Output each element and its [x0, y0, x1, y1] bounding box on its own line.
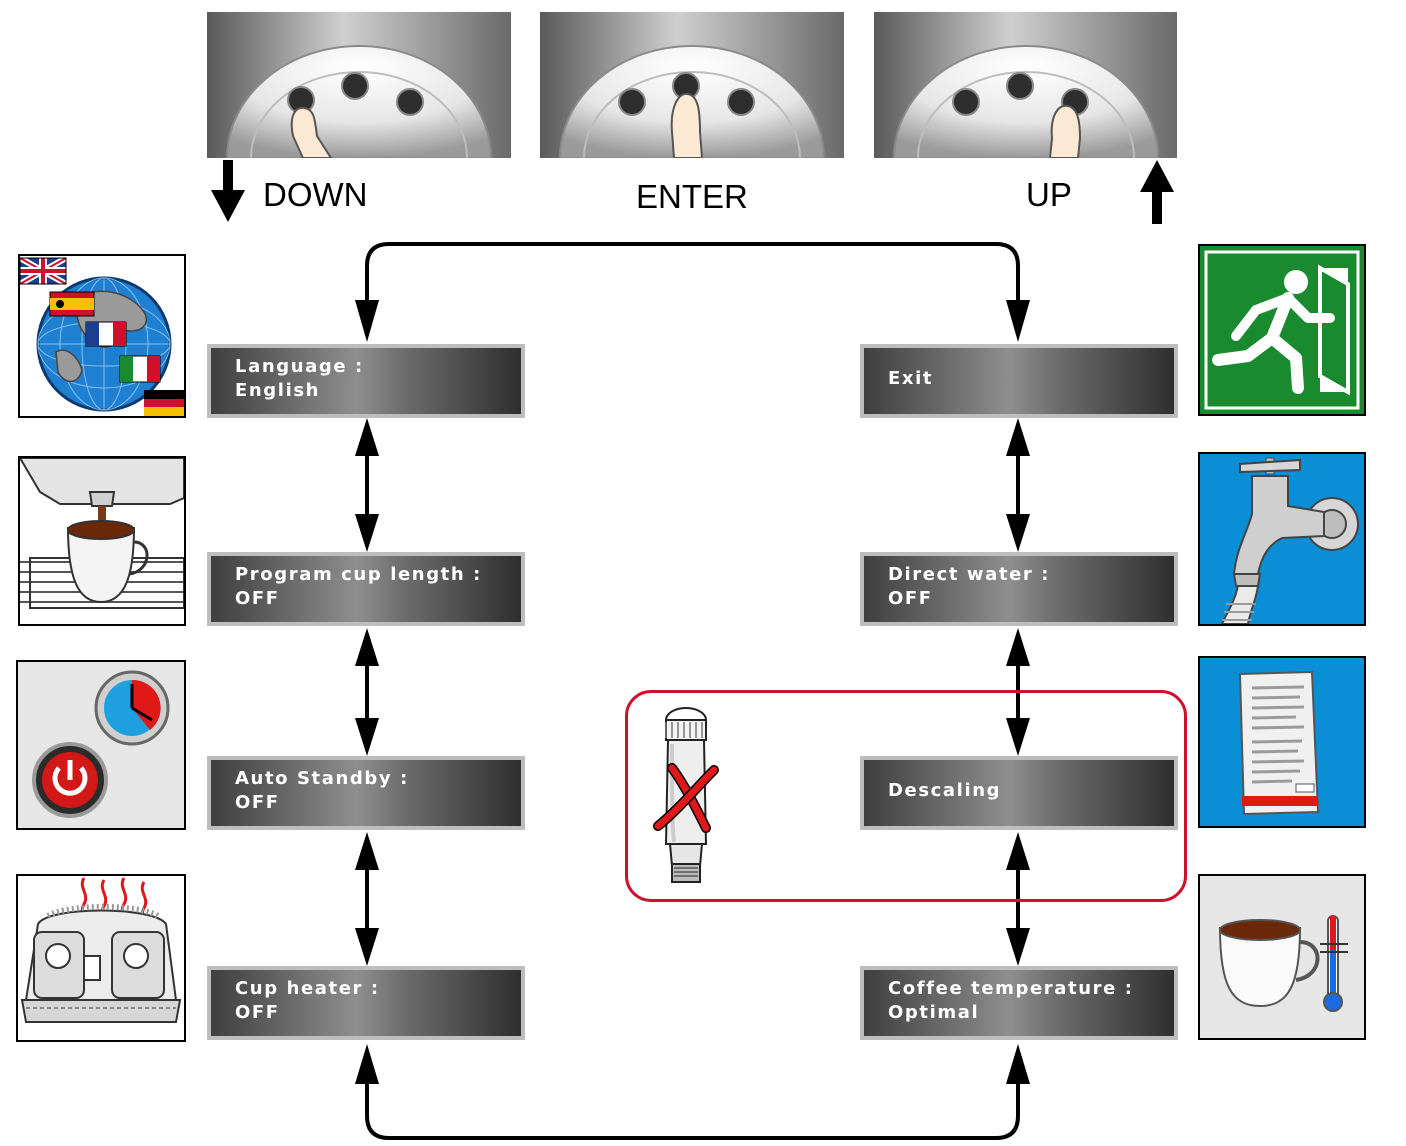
- menu-item-title: Program cup length :: [235, 564, 482, 585]
- menu-item-title: Coffee temperature :: [888, 978, 1134, 999]
- menu-item-title: Auto Standby :: [235, 768, 409, 789]
- menu-item-value: OFF: [888, 588, 933, 609]
- menu-item-language[interactable]: Language : English: [207, 344, 525, 418]
- down-label: DOWN: [263, 176, 368, 213]
- menu-item-exit[interactable]: Exit: [860, 344, 1178, 418]
- menu-item-value: OFF: [235, 588, 280, 609]
- menu-item-value: OFF: [235, 792, 280, 813]
- descaling-highlight-frame: [625, 690, 1187, 902]
- menu-item-program-cup-length[interactable]: Program cup length : OFF: [207, 552, 525, 626]
- menu-item-direct-water[interactable]: Direct water : OFF: [860, 552, 1178, 626]
- up-button-panel[interactable]: [874, 12, 1177, 158]
- menu-item-title: Cup heater :: [235, 978, 380, 999]
- menu-item-title: Exit: [888, 368, 934, 389]
- up-arrow-icon: [1140, 160, 1174, 224]
- descaling-agent-pack-icon: [1198, 656, 1366, 828]
- menu-item-value: Optimal: [888, 1002, 980, 1023]
- coffee-dispensing-icon: [18, 456, 186, 626]
- menu-item-title: Language :: [235, 356, 364, 377]
- coffee-thermometer-icon: [1198, 874, 1366, 1040]
- up-label: UP: [1026, 176, 1072, 213]
- menu-item-descaling[interactable]: Descaling: [860, 756, 1178, 830]
- menu-item-cup-heater[interactable]: Cup heater : OFF: [207, 966, 525, 1040]
- menu-item-title: Descaling: [888, 780, 1002, 801]
- water-filter-crossed-icon: [653, 707, 719, 883]
- water-tap-icon: [1198, 452, 1366, 626]
- down-button-panel[interactable]: [207, 12, 511, 158]
- menu-item-auto-standby[interactable]: Auto Standby : OFF: [207, 756, 525, 830]
- cup-heater-machine-icon: [16, 874, 186, 1042]
- enter-label: ENTER: [636, 178, 748, 215]
- menu-item-value: OFF: [235, 1002, 280, 1023]
- down-arrow-icon: [211, 160, 245, 222]
- clock-power-icon: [16, 660, 186, 830]
- menu-item-coffee-temperature[interactable]: Coffee temperature : Optimal: [860, 966, 1178, 1040]
- enter-button-panel[interactable]: [540, 12, 844, 158]
- globe-flags-icon: [18, 254, 186, 418]
- menu-item-title: Direct water :: [888, 564, 1051, 585]
- exit-sign-icon: [1198, 244, 1366, 416]
- menu-item-value: English: [235, 380, 321, 401]
